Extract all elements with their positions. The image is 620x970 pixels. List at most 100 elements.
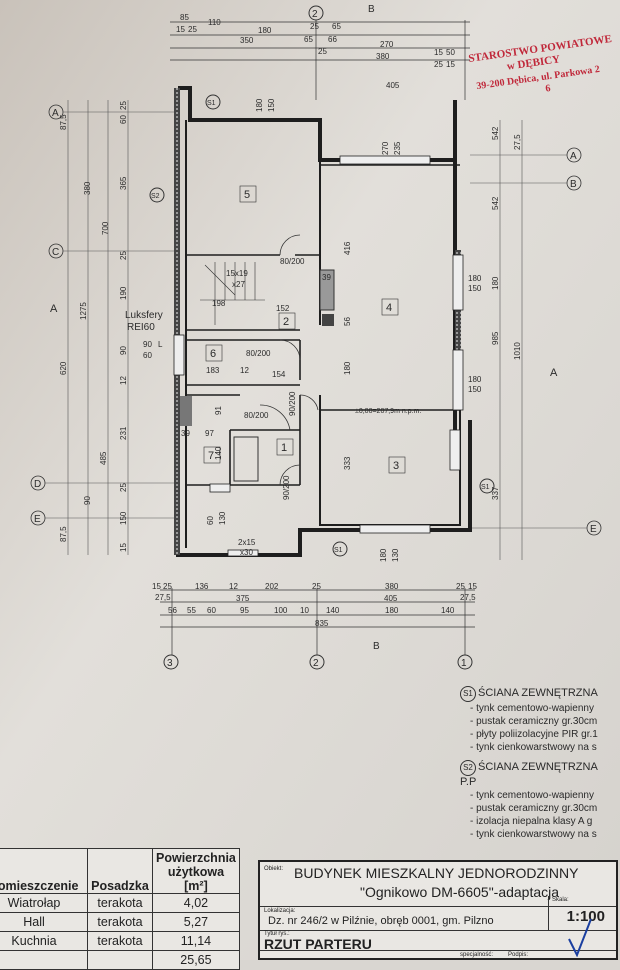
svg-text:55: 55: [187, 606, 196, 615]
header-room: Pomieszczenie: [0, 848, 88, 894]
s1-item: - płyty poliizolacyjne PIR gr.1: [470, 729, 598, 740]
svg-text:15x19: 15x19: [226, 269, 248, 278]
svg-text:65: 65: [332, 22, 341, 31]
table-row: 25,65: [0, 950, 240, 970]
svg-text:Luksfery: Luksfery: [125, 310, 163, 321]
svg-text:S2: S2: [151, 193, 160, 200]
svg-text:15: 15: [446, 60, 455, 69]
svg-text:12: 12: [240, 366, 249, 375]
svg-text:620: 620: [59, 361, 68, 375]
svg-text:180: 180: [258, 26, 272, 35]
svg-text:90/200: 90/200: [288, 391, 297, 416]
svg-text:91: 91: [214, 406, 223, 415]
svg-text:A: A: [52, 108, 59, 119]
s2-symbol: S2: [460, 760, 476, 776]
svg-text:10: 10: [300, 606, 309, 615]
svg-text:4: 4: [386, 302, 392, 314]
svg-text:66: 66: [328, 35, 337, 44]
windows: [173, 155, 464, 557]
section-mark-b-bottom: B: [373, 641, 380, 652]
drawing-title: RZUT PARTERU: [264, 936, 372, 952]
svg-text:25: 25: [119, 101, 128, 110]
svg-text:136: 136: [195, 582, 209, 591]
svg-text:180: 180: [468, 274, 482, 283]
svg-text:50: 50: [446, 48, 455, 57]
wall-type-s1-bottom: S1: [332, 541, 348, 557]
svg-text:95: 95: [240, 606, 249, 615]
svg-text:E: E: [590, 524, 597, 535]
axis-1-bottom: 1: [457, 654, 473, 670]
signature-mark: [568, 918, 592, 957]
boiler: [322, 314, 334, 326]
svg-text:350: 350: [240, 36, 254, 45]
svg-text:3: 3: [393, 460, 399, 472]
s2-title: ŚCIANA ZEWNĘTRZNA P.P: [460, 761, 598, 788]
svg-text:333: 333: [343, 456, 352, 470]
svg-text:D: D: [34, 479, 41, 490]
cell: [87, 950, 153, 970]
svg-text:416: 416: [343, 241, 352, 255]
svg-text:90/200: 90/200: [282, 475, 291, 500]
title-block: Obiekt: BUDYNEK MIESZKALNY JEDNORODZINNY…: [258, 860, 618, 960]
svg-text:25: 25: [312, 582, 321, 591]
svg-text:25: 25: [318, 47, 327, 56]
section-mark-a-right: A: [550, 367, 558, 379]
svg-text:2: 2: [283, 316, 289, 328]
svg-text:25: 25: [119, 251, 128, 260]
svg-text:15: 15: [119, 543, 128, 552]
svg-text:180: 180: [255, 98, 264, 112]
svg-text:12: 12: [119, 376, 128, 385]
svg-text:90: 90: [143, 340, 152, 349]
svg-text:270: 270: [381, 141, 390, 155]
svg-text:25: 25: [310, 22, 319, 31]
svg-text:39: 39: [181, 429, 190, 438]
cell: 11,14: [152, 931, 240, 951]
svg-text:405: 405: [386, 81, 400, 90]
svg-text:1: 1: [281, 442, 287, 454]
svg-text:100: 100: [274, 606, 288, 615]
svg-text:x30: x30: [240, 548, 253, 557]
svg-text:25: 25: [119, 483, 128, 492]
staircase: [200, 262, 265, 325]
svg-text:2: 2: [313, 658, 319, 669]
svg-text:87,5: 87,5: [59, 114, 68, 130]
svg-text:90: 90: [83, 496, 92, 505]
section-mark-b-top: B: [368, 4, 375, 15]
svg-text:90: 90: [119, 346, 128, 355]
svg-text:180: 180: [491, 276, 500, 290]
svg-text:15: 15: [176, 25, 185, 34]
svg-text:110: 110: [208, 18, 221, 27]
svg-text:150: 150: [468, 385, 482, 394]
svg-text:60: 60: [119, 115, 128, 124]
s1-symbol: S1: [460, 686, 476, 702]
svg-text:835: 835: [315, 619, 329, 628]
svg-text:27,5: 27,5: [155, 593, 171, 602]
svg-text:39: 39: [322, 273, 331, 282]
svg-text:180: 180: [385, 606, 399, 615]
svg-text:380: 380: [385, 582, 399, 591]
svg-text:15: 15: [468, 582, 477, 591]
svg-text:3: 3: [167, 658, 173, 669]
svg-text:485: 485: [99, 451, 108, 465]
room-7-label: 7: [203, 446, 221, 464]
svg-text:87,5: 87,5: [59, 526, 68, 542]
svg-text:15: 15: [152, 582, 161, 591]
s1-title: ŚCIANA ZEWNĘTRZNA: [478, 687, 598, 699]
svg-text:27,5: 27,5: [460, 593, 476, 602]
svg-text:56: 56: [343, 317, 352, 326]
svg-text:405: 405: [384, 594, 398, 603]
location-label: Lokalizacja:: [264, 908, 296, 914]
svg-text:2x15: 2x15: [238, 538, 256, 547]
svg-text:235: 235: [393, 141, 402, 155]
table-header: Pomieszczenie Posadzka Powierzchnia użyt…: [0, 848, 240, 894]
svg-text:380: 380: [376, 52, 390, 61]
svg-text:542: 542: [491, 196, 500, 210]
s1-item: - pustak ceramiczny gr.30cm: [470, 716, 598, 727]
project-name: BUDYNEK MIESZKALNY JEDNORODZINNY: [294, 865, 579, 881]
cell: 25,65: [152, 950, 240, 970]
cell: [0, 950, 88, 970]
svg-text:140: 140: [326, 606, 340, 615]
cell: Kuchnia: [0, 931, 88, 951]
